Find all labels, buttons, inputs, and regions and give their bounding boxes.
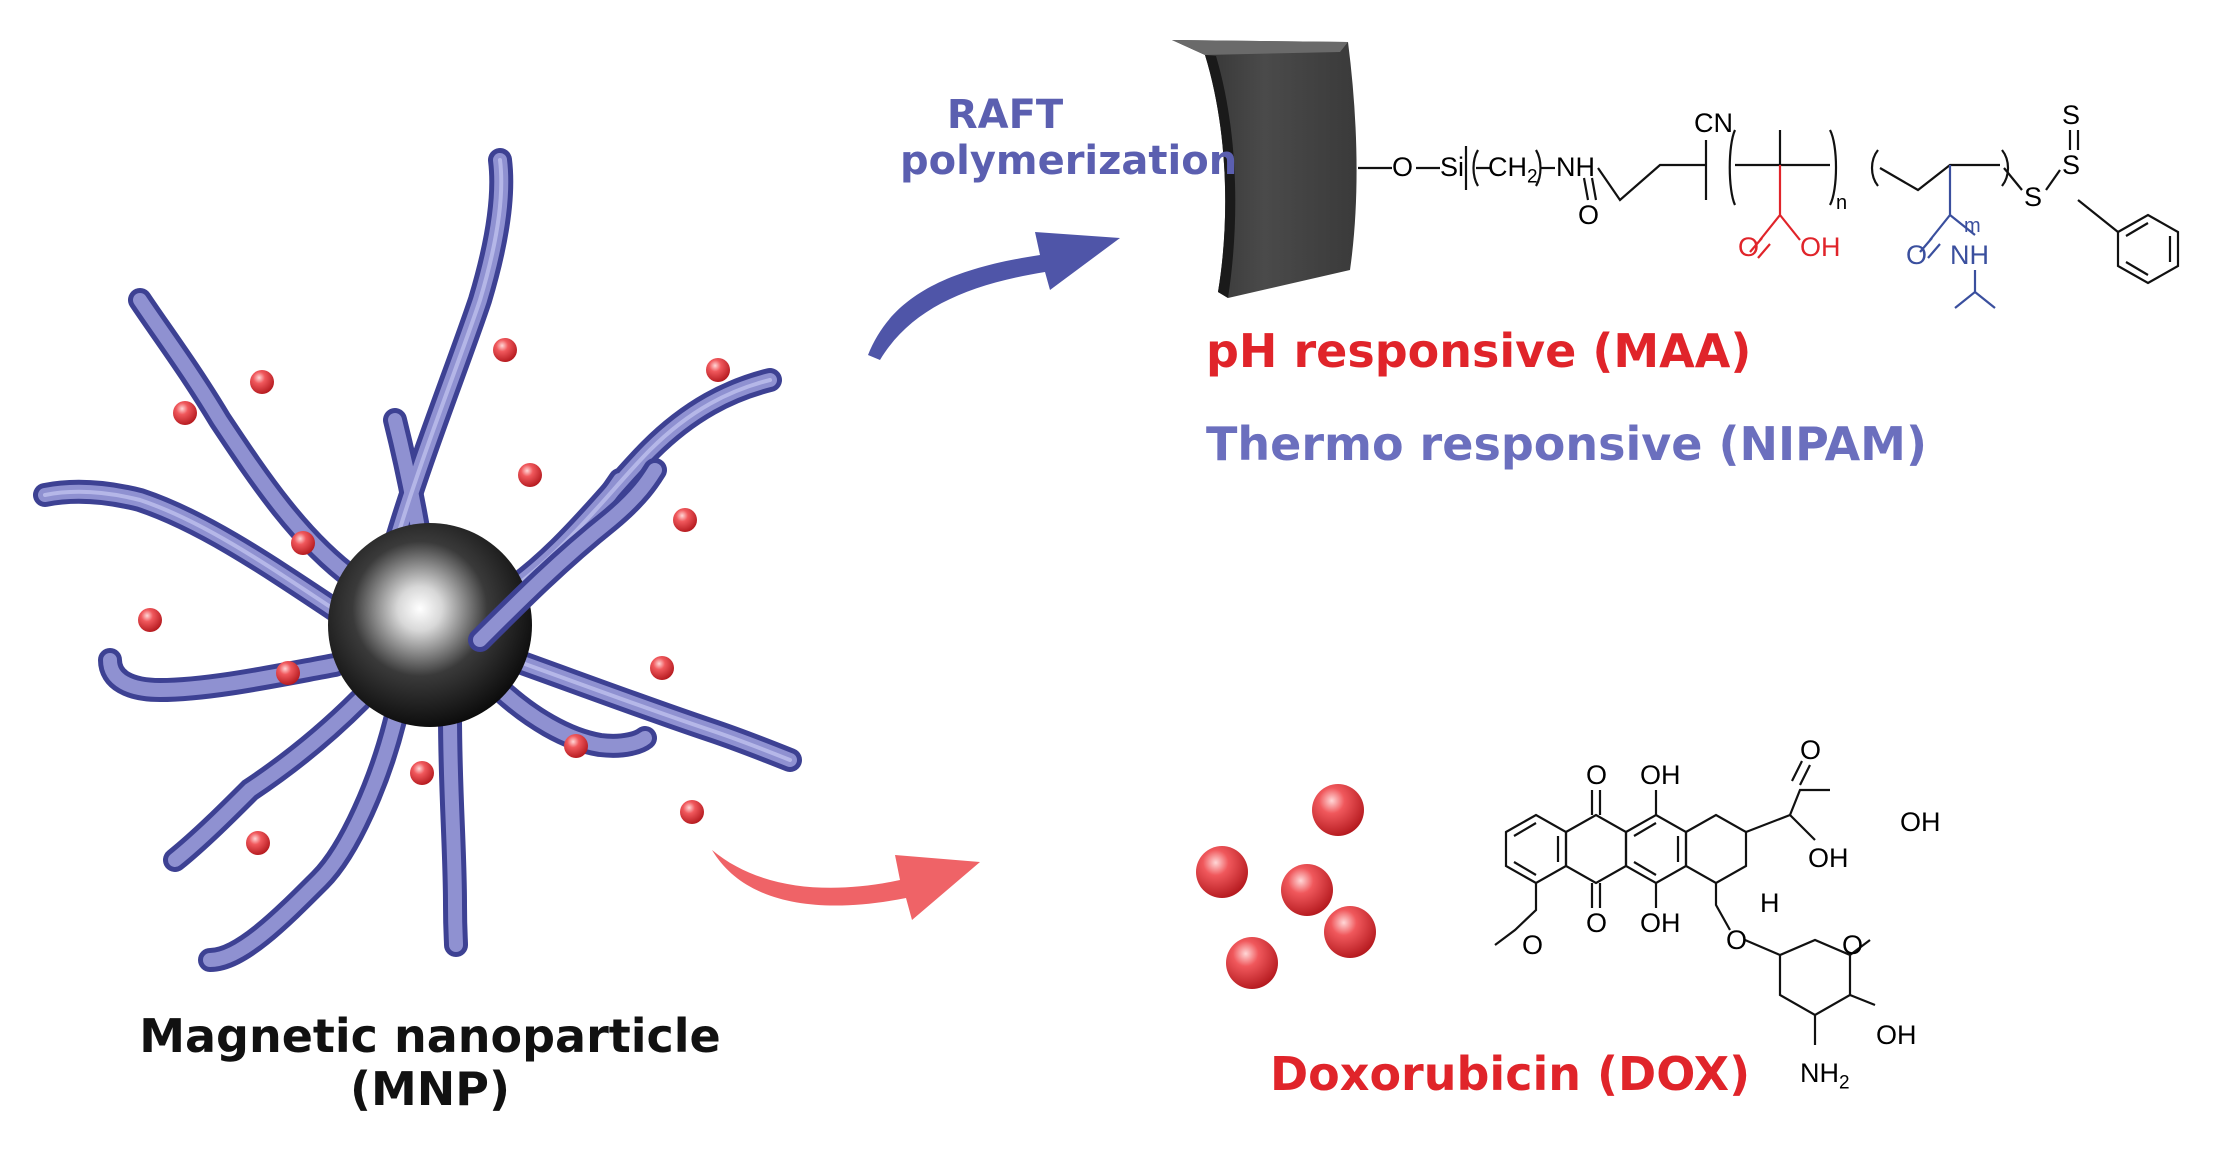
atom-s-thione: S bbox=[2062, 100, 2081, 130]
atom-s2: S bbox=[2062, 150, 2081, 180]
atom-nh-amide: NH bbox=[1556, 152, 1595, 182]
repeat-n: n bbox=[1836, 192, 1848, 214]
ph-responsive-label: pH responsive (MAA) bbox=[1206, 324, 1752, 378]
dox-oh-sugar: OH bbox=[1876, 1020, 1917, 1050]
atom-ch2-sub: 2 bbox=[1527, 166, 1538, 188]
atom-oh-maa: OH bbox=[1800, 232, 1841, 262]
atom-o-amide: O bbox=[1578, 200, 1600, 230]
atom-o-nipam: O bbox=[1906, 240, 1928, 270]
atom-si: Si bbox=[1440, 152, 1465, 182]
dox-o-methoxy: O bbox=[1522, 930, 1544, 960]
dox-nh2-main: NH bbox=[1800, 1058, 1839, 1088]
nanoparticle-illustration bbox=[33, 148, 802, 972]
dox-o-top: O bbox=[1586, 760, 1608, 790]
dox-oh-bottom: OH bbox=[1640, 908, 1681, 938]
dox-o-bottom: O bbox=[1586, 908, 1608, 938]
raft-label-line2: polymerization bbox=[900, 138, 1238, 184]
atom-cn: CN bbox=[1694, 108, 1733, 138]
dox-o-ketone: O bbox=[1800, 735, 1822, 765]
atom-o-maa: O bbox=[1738, 232, 1760, 262]
repeat-m: m bbox=[1964, 215, 1981, 237]
raft-label: RAFT polymerization bbox=[900, 92, 1238, 184]
polymer-chain-structure bbox=[1358, 129, 2180, 309]
atom-o-siloxy: O bbox=[1392, 152, 1414, 182]
dox-o-ring: O bbox=[1842, 930, 1864, 960]
doxorubicin-structure bbox=[1494, 760, 1876, 1045]
release-arrow bbox=[712, 850, 980, 920]
dox-oh-sidechain: OH bbox=[1900, 807, 1941, 837]
mnp-label: Magnetic nanoparticle (MNP) bbox=[130, 1010, 730, 1116]
dox-h: H bbox=[1760, 888, 1780, 918]
dox-oh-top: OH bbox=[1640, 760, 1681, 790]
atom-ch2: CH2 bbox=[1488, 152, 1538, 188]
magnetic-core bbox=[328, 523, 532, 727]
atom-ch2-main: CH bbox=[1488, 152, 1527, 182]
raft-label-line1: RAFT bbox=[946, 92, 1064, 138]
mnp-label-line1: Magnetic nanoparticle bbox=[139, 1009, 721, 1063]
thermo-responsive-label: Thermo responsive (NIPAM) bbox=[1206, 417, 1927, 471]
dox-oh-c9: OH bbox=[1808, 843, 1849, 873]
mnp-label-line2: (MNP) bbox=[349, 1061, 511, 1116]
atom-s1: S bbox=[2024, 182, 2043, 212]
drug-molecules-loaded bbox=[138, 338, 730, 855]
dox-nh2: NH2 bbox=[1800, 1058, 1850, 1094]
released-drug-molecules bbox=[1196, 784, 1376, 989]
dox-nh2-sub: 2 bbox=[1839, 1072, 1850, 1094]
dox-o-glyco: O bbox=[1726, 925, 1748, 955]
dox-label: Doxorubicin (DOX) bbox=[1270, 1047, 1751, 1101]
atom-nh-nipam: NH bbox=[1950, 240, 1989, 270]
raft-arrow bbox=[868, 232, 1120, 360]
